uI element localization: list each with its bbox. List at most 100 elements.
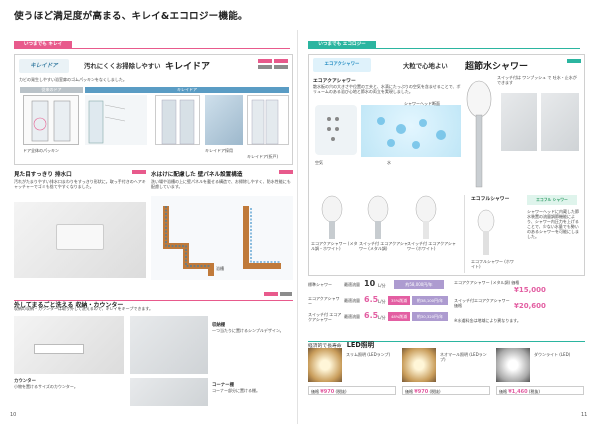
badge <box>274 65 288 69</box>
ecofull-desc: シャワーヘッドに内蔵した節水装置の流量調節機能により、シャワー内圧力を上げること… <box>527 209 579 239</box>
counter-feature: 外してまるごと洗える 収納・カウンター 収納の収納・カウンターは取り外して洗える… <box>14 292 293 407</box>
price-value: ¥15,000 <box>514 286 546 294</box>
kireidoor-title: キレイドア <box>165 62 211 72</box>
led-light-2-name: ネオマール照明 (LEDランプ) <box>440 352 487 362</box>
caption: ドア全体のパッキン <box>23 148 59 153</box>
savings-row-label: 最適流量 <box>344 282 360 287</box>
kireidoor-subtitle: 汚れにくくお掃除しやすい <box>84 62 161 70</box>
led-downlight-photo <box>496 348 530 382</box>
badge <box>264 292 278 296</box>
savings-row-pct: 48%削減 <box>388 312 410 321</box>
feature-desc: 散水板の穴の大きさや位置の工夫と、水滴にたっぷりの空気を含ませることで、ボリュー… <box>313 84 461 94</box>
folding-door-photo <box>247 95 289 145</box>
savings-row: エコアクアシャワー 最適流量 6.5 L/分 35%削減 約38,100円/年 <box>308 294 448 308</box>
led-neomaru-photo <box>402 348 436 382</box>
led-light-1-name: スリム照明 (LEDランプ) <box>346 352 391 357</box>
shower-subtitle: 大粒で心地よい <box>403 62 448 70</box>
drain-cover <box>56 224 104 250</box>
corner-shelf-desc: コーナー部分に置ける棚。 <box>212 388 260 393</box>
ecofull-title: エコフルシャワー <box>471 197 510 202</box>
wall-desc: 洗い場や浴槽の上に壁パネルを載せる構造で、お掃除しやすく、防水性能にも配慮してい… <box>151 179 291 189</box>
product-shower-3-label: スイッチ付 エコアクアシャワー (ホワイト) <box>407 241 456 251</box>
price-prefix: 価格 <box>405 389 413 394</box>
page-number-left: 10 <box>10 412 17 418</box>
badge <box>567 59 581 63</box>
shower-logo: エコアクシャワー <box>313 58 371 72</box>
badge <box>279 170 293 174</box>
savings-row-name: エコアクアシャワー <box>308 296 340 306</box>
savings-row-name: スイッチ付 エコアクアシャワー <box>308 312 342 322</box>
savings-row-unit: L/分 <box>378 283 386 288</box>
savings-row-unit: L/分 <box>378 315 386 320</box>
section-tab-label: いつまでも エコロジー <box>318 42 366 47</box>
price-note: ※水道料金は地域により異なります。 <box>454 318 521 323</box>
product-shower-2-label: スイッチ付 エコアクアシャワー (メタル調) <box>359 241 408 251</box>
led-light-1-price: 価格 ¥970 (税抜) <box>308 386 396 395</box>
diagram-label-head: シャワーヘッド断面 <box>404 101 440 106</box>
counter-shelf <box>34 344 84 354</box>
led-title: LED照明 <box>346 341 375 349</box>
product-shower-2 <box>361 195 395 239</box>
section-tab-eco: いつまでも エコロジー <box>308 41 376 49</box>
kirei-door-diagram <box>85 95 147 145</box>
counter-item-desc: 小物を置けるサイズのカウンター。 <box>14 384 78 389</box>
savings-row-badge: 約30,320円/年 <box>412 312 448 321</box>
label-normal-door: 従来のドア <box>20 87 83 93</box>
product-shower-3 <box>409 195 443 239</box>
drain-desc: 汚れがたまりやすい排水口まわりをすっきり形状に。取っ手付きのヘアキャッチャーでゴ… <box>14 179 146 189</box>
led-subtitle: 経済的で長寿命 <box>308 344 342 349</box>
badge <box>132 170 146 174</box>
ecofull-photo <box>471 209 501 255</box>
price-suffix: (税抜) <box>528 389 540 394</box>
kireidoor-logo: キレイドア <box>19 59 69 73</box>
price-suffix: (税抜) <box>429 389 441 394</box>
savings-row: スイッチ付 エコアクアシャワー 最適流量 6.5 L/分 48%削減 約30,3… <box>308 310 448 324</box>
wall-label: 浴槽 <box>216 266 224 271</box>
shower-title: 超節水シャワー <box>465 62 529 72</box>
right-page: いつまでも エコロジー エコアクシャワー 大粒で心地よい 超節水シャワー エコア… <box>298 30 595 424</box>
cleaning-photo <box>205 95 243 145</box>
price-suffix: (税抜) <box>335 389 347 394</box>
corner-shelf-photo <box>130 378 208 406</box>
left-page: いつまでも キレイ キレイドア 汚れにくくお掃除しやすい キレイドア カビの発生… <box>0 30 297 424</box>
savings-row-badge: 約58,000円/年 <box>394 280 444 289</box>
counter-header: 外してまるごと洗える 収納・カウンター <box>14 292 293 309</box>
drain-feature: 見た目すっきり 排水口 汚れがたまりやすい排水口まわりをすっきり形状に。取っ手付… <box>14 170 147 282</box>
switch-caption: スイッチ付は ワンプッシュ で 吐水・止水ができます <box>497 75 577 85</box>
shelf-item: 収納棚 一つ当たりに置けるシンプルデザイン。 <box>212 322 292 333</box>
counter-item-name: カウンター <box>14 379 36 384</box>
section-rule <box>72 48 290 49</box>
savings-row-value: 6.5 <box>364 311 379 320</box>
savings-row-value: 6.5 <box>364 295 379 304</box>
product-shower-1-label: エコアクアシャワー (メタル調・ホワイト) <box>311 241 358 251</box>
savings-row: 標準シャワー 最適流量 10 L/分 約58,000円/年 <box>308 278 448 292</box>
shelf-item-desc: 一つ当たりに置けるシンプルデザイン。 <box>212 328 284 333</box>
price-box: エコアクアシャワー (メタル調) 価格 ¥15,000 スイッチ付エコアクアシャ… <box>454 280 584 326</box>
price-prefix: 価格 <box>311 389 319 394</box>
shower-panel: エコアクシャワー 大粒で心地よい 超節水シャワー エコアクアシャワー 散水板の穴… <box>308 54 585 276</box>
counter-desc: 収納の収納・カウンターは取り外して洗えるので、キレイをキープできます。 <box>14 306 153 311</box>
led-header: 経済的で長寿命 LED照明 <box>308 332 585 349</box>
caption: キレイドア採用 <box>205 148 233 153</box>
corner-shelf-item: コーナー棚 コーナー部分に置ける棚。 <box>212 382 292 393</box>
price-value: ¥970 <box>414 389 429 395</box>
savings-row-value: 10 <box>364 279 376 288</box>
section-tab-label: いつまでも キレイ <box>23 42 63 47</box>
counter-photo <box>14 316 124 374</box>
section-tab-kirei: いつまでも キレイ <box>14 41 72 49</box>
savings-table: 標準シャワー 最適流量 10 L/分 約58,000円/年 エコアクアシャワー … <box>308 278 585 328</box>
feature-title: エコアクアシャワー <box>313 79 356 84</box>
led-light-3-name: ダウンライト (LED) <box>534 352 571 357</box>
savings-row-label: 最適流量 <box>344 298 360 303</box>
shower-photo-main <box>464 77 494 189</box>
kirei-door-photo <box>155 95 200 145</box>
badge <box>280 292 292 296</box>
water-droplet-diagram <box>361 105 461 157</box>
shelf-photo <box>130 316 208 374</box>
savings-row-unit: L/分 <box>378 299 386 304</box>
label-kirei-door: キレイドア <box>85 87 289 93</box>
diagram-label-water: 水 <box>387 160 391 165</box>
led-light-2-price: 価格 ¥970 (税抜) <box>402 386 490 395</box>
kireidoor-panel: キレイドア 汚れにくくお掃除しやすい キレイドア カビの発生しやすい浴室扉のゴム… <box>14 54 293 165</box>
